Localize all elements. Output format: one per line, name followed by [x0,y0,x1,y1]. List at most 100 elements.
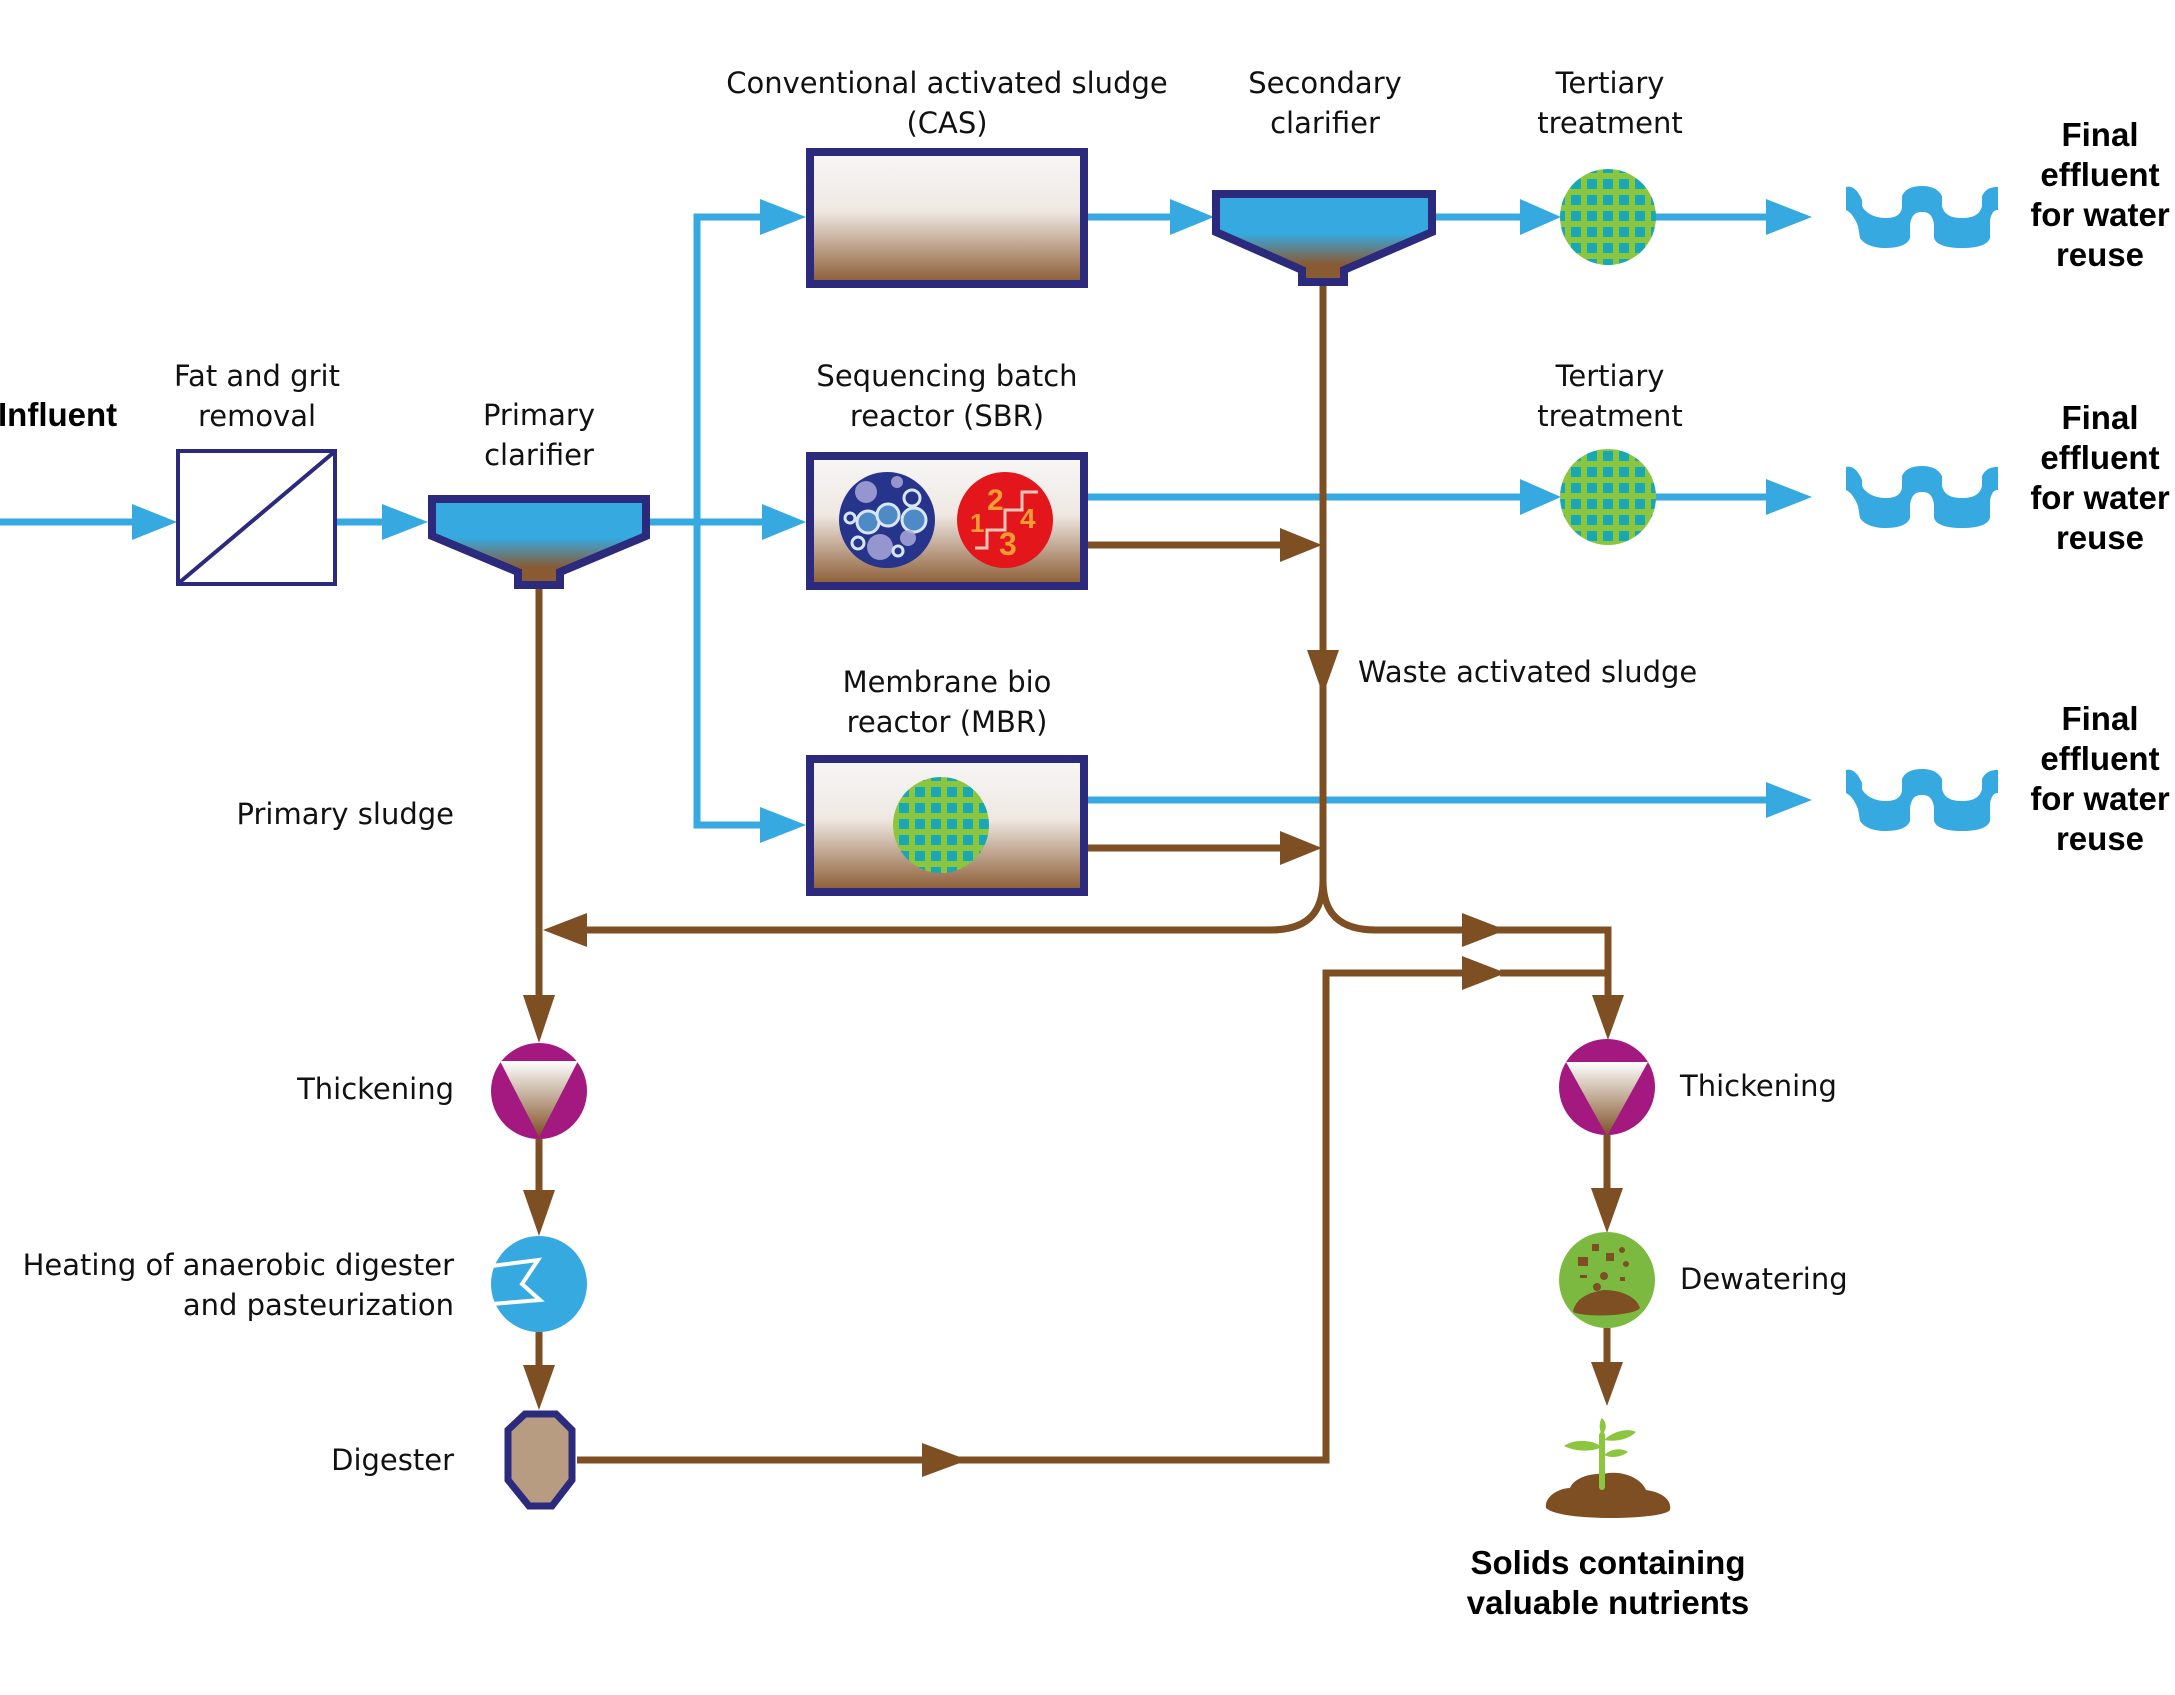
effluent-1-label-line3: for water [2030,196,2170,233]
fat-grit-removal-unit [176,449,337,586]
aeration-bubbles-icon [839,472,935,568]
to-secondary-arrowhead [1170,199,1214,235]
sludge-flow-lines [523,285,1624,1477]
sequencing-steps-icon: 1 2 3 4 [957,472,1053,568]
sbr-reactor-unit: 1 2 3 4 [806,452,1088,590]
was-forward-curve [1319,879,1612,1000]
effluent-1-label-line4: reuse [2056,236,2144,273]
digester-icon [504,1410,576,1510]
thickening-left-unit [491,1043,587,1139]
primary-clarifier-unit [428,495,650,589]
mbr-reactor-unit [806,755,1088,896]
primary-sludge-arrowhead [523,995,555,1043]
thick-to-heat-arrowhead [523,1190,555,1236]
labels: Influent Fat and grit removal Primary cl… [0,66,2170,1621]
thick-to-dewater-arrowhead [1591,1188,1623,1233]
influent-arrowhead [132,504,177,540]
thickening-right-label: Thickening [1679,1069,1837,1103]
heating-label-line2: and pasteurization [183,1288,454,1322]
mbr-label-line2: reactor (MBR) [847,705,1048,739]
split-to-cas-line [693,213,770,522]
cas-label-line2: (CAS) [906,106,987,140]
cas-label-line1: Conventional activated sludge [726,66,1167,100]
effluent-3-label-line3: for water [2030,780,2170,817]
cas-tank-icon [806,148,1088,288]
step-digit-2: 2 [987,484,1004,517]
effluent-2-arrowhead [1766,479,1812,515]
step-digit-4: 4 [1020,503,1036,534]
dewater-to-solids-arrowhead [1591,1362,1623,1406]
was-return-arrowhead [543,913,587,947]
water-wave-icon-3 [1846,769,1998,831]
thickening-right-funnel [1566,1062,1648,1136]
primary-clarifier-label-line1: Primary [483,398,595,432]
thickening-left-funnel [500,1061,578,1137]
fat-grit-label-line2: removal [198,399,316,433]
dewatering-solids-pile [1573,1290,1640,1316]
tertiary-1-label-line2: treatment [1537,106,1682,140]
effluent-2-label-line4: reuse [2056,519,2144,556]
secondary-clarifier-label-line1: Secondary [1248,66,1402,100]
split-to-mbr-line [693,522,770,829]
dewatering-unit [1559,1232,1655,1328]
cas-reactor-unit [806,148,1088,288]
fat-grit-label-line1: Fat and grit [174,359,340,393]
membrane-icon [893,777,989,873]
primary-clarifier-icon [428,495,650,589]
effluent-3-label-line4: reuse [2056,820,2144,857]
solids-label-line2: valuable nutrients [1467,1584,1749,1621]
effluent-icons [1846,186,1998,831]
effluent-3-label-line1: Final [2061,700,2138,737]
to-tertiary-1-arrowhead [1520,199,1561,235]
water-flow-lines [0,199,1812,843]
to-tertiary-2-arrowhead [1520,479,1561,515]
effluent-1-label-line1: Final [2061,116,2138,153]
digester-unit [504,1410,576,1510]
tertiary-treatment-1-icon [1560,169,1656,265]
thickening-right-unit [1559,1039,1655,1136]
effluent-1-label-line2: effluent [2040,156,2159,193]
secondary-clarifier-icon [1212,190,1436,286]
effluent-2-label-line2: effluent [2040,439,2159,476]
heat-exchanger-icon [491,1236,587,1332]
digester-out-arrowhead [922,1443,968,1477]
effluent-3-arrowhead [1766,782,1812,818]
mbr-sludge-arrowhead [1280,831,1322,865]
tertiary-2-label-line2: treatment [1537,399,1682,433]
heat-exchanger-coil [491,1257,545,1306]
to-sbr-arrowhead [762,504,806,540]
effluent-1-arrowhead [1766,199,1812,235]
step-digit-3: 3 [999,526,1017,562]
was-label: Waste activated sludge [1358,655,1697,689]
step-digit-1: 1 [970,508,984,538]
sbr-label-line2: reactor (SBR) [850,399,1044,433]
to-thickening-right-arrowhead [1592,995,1624,1040]
sbr-sludge-arrowhead [1280,528,1322,562]
effluent-2-label-line3: for water [2030,479,2170,516]
solids-label-line1: Solids containing [1470,1544,1745,1581]
primary-sludge-label: Primary sludge [237,797,455,831]
heating-label-line1: Heating of anaerobic digester [23,1248,454,1282]
water-wave-icon-1 [1846,186,1998,248]
sbr-label-line1: Sequencing batch [816,359,1077,393]
influent-label: Influent [0,396,117,433]
tertiary-treatment-2-icon [1560,449,1656,545]
heating-unit [491,1236,587,1332]
solids-nutrients-unit [1545,1418,1671,1518]
soil-pile-icon [1545,1472,1671,1518]
screen-diagonal [178,451,335,584]
secondary-clarifier-unit [1212,190,1436,286]
heat-to-digester-arrowhead [523,1365,555,1410]
was-arrowhead [1307,650,1339,695]
tertiary-2-label-line1: Tertiary [1555,359,1665,393]
primary-clarifier-label-line2: clarifier [484,438,594,472]
grit-to-primary-arrowhead [382,504,428,540]
plant-sprout-icon [1564,1418,1636,1490]
digested-to-thickening-arrowhead [1462,956,1506,990]
to-mbr-arrowhead [760,807,806,843]
effluent-2-label-line1: Final [2061,399,2138,436]
digester-to-junction-line [577,969,1480,1464]
was-forward-arrowhead [1462,913,1506,947]
mbr-label-line1: Membrane bio [843,665,1052,699]
